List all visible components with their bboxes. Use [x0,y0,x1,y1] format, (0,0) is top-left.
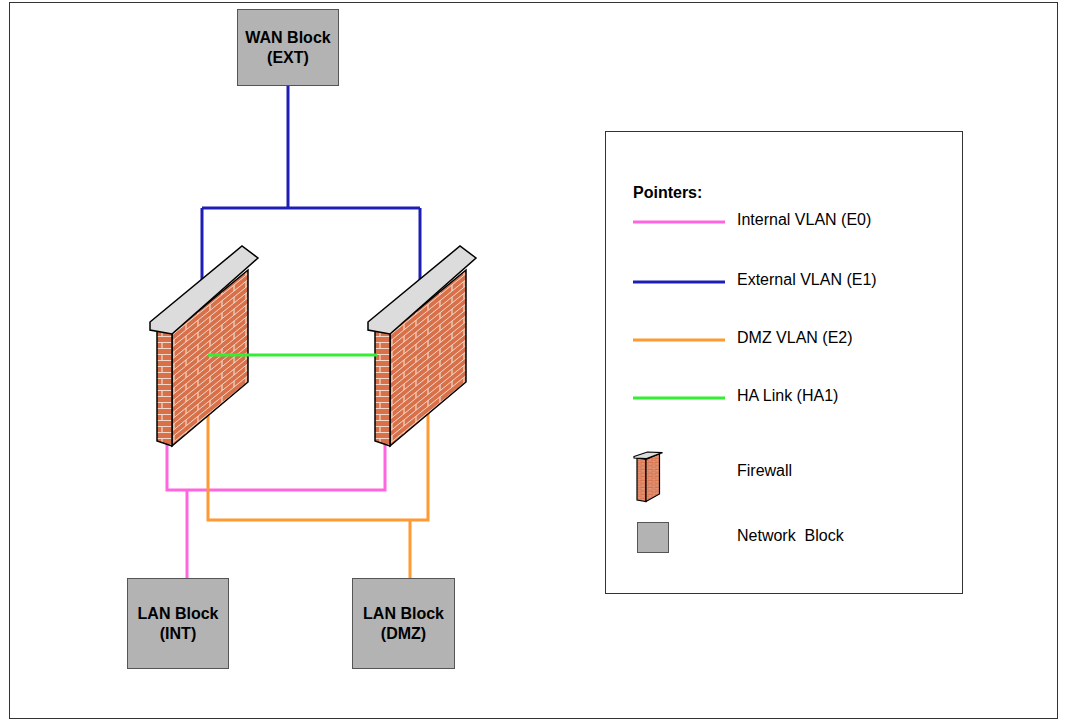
legend-sample-internal [633,221,725,224]
legend-box [606,132,963,594]
network-block: LAN Block (INT) [127,578,229,669]
block-label: LAN Block (DMZ) [353,604,454,644]
legend-text: HA Link (HA1) [737,387,838,405]
legend-text: Firewall [737,462,792,480]
legend-firewall-icon [634,452,663,502]
legend-text: Internal VLAN (E0) [737,211,871,229]
frame [10,3,1058,719]
ha-link-line [208,354,377,357]
block-label: WAN Block (EXT) [238,28,338,68]
legend-swatch [637,522,669,553]
legend-sample-dmz [633,339,725,342]
legend-text: External VLAN (E1) [737,271,877,289]
firewall-right [368,246,476,446]
block-label: LAN Block (INT) [128,604,228,644]
firewall-left [150,246,258,446]
network-block: WAN Block (EXT) [237,9,339,86]
legend-text: DMZ VLAN (E2) [737,329,853,347]
legend-sample-ha [633,397,725,400]
network-block: LAN Block (DMZ) [352,578,455,669]
legend-heading: Pointers: [633,184,702,202]
legend-sample-external [633,281,725,284]
legend-text: Network Block [737,527,844,545]
internal-vlan-line [167,442,385,578]
